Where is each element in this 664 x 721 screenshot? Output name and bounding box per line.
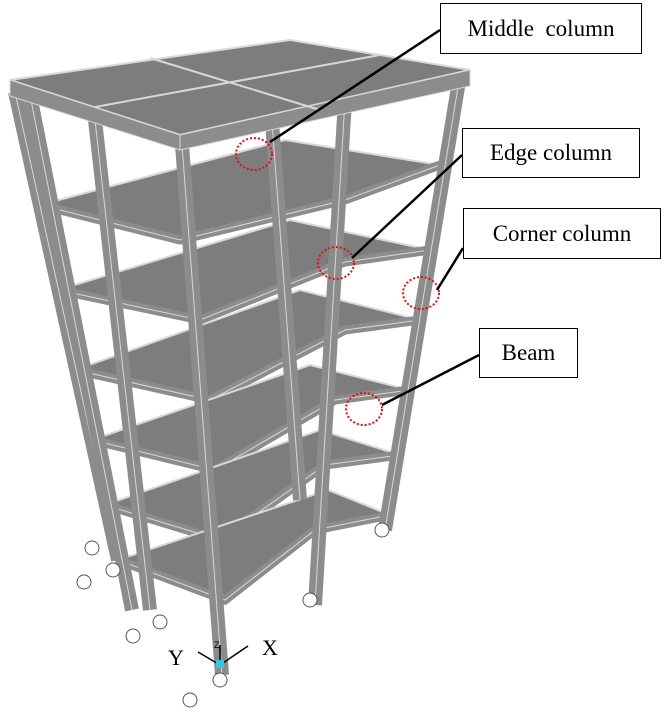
- leader-line: [435, 247, 465, 291]
- axis-label-z: Z: [214, 640, 220, 650]
- highlight-circle: [345, 392, 383, 426]
- column-edge: [269, 94, 301, 501]
- column-edge: [29, 94, 133, 611]
- support-node: [125, 628, 141, 644]
- leader-lines: [269, 28, 480, 407]
- roof-beam-mid: [94, 54, 381, 108]
- beam-edge: [57, 249, 431, 321]
- axis-label-y: Y: [168, 645, 184, 670]
- base-supports: [76, 522, 390, 708]
- axis-label-x: X: [262, 635, 278, 660]
- beam-edge: [117, 514, 391, 601]
- roof-beam-right: [179, 69, 471, 151]
- column-edge: [384, 74, 461, 531]
- beam-edge: [104, 454, 401, 541]
- support-node: [212, 672, 228, 688]
- support-node: [302, 592, 318, 608]
- leader-line: [351, 154, 463, 259]
- columns: [8, 73, 467, 676]
- callout-corner-column: Corner column: [463, 208, 661, 259]
- highlight-circle: [235, 137, 273, 171]
- highlight-circle: [402, 276, 440, 310]
- highlight-circles: [235, 137, 440, 426]
- leader-line: [381, 353, 480, 407]
- column-edge: [181, 144, 223, 676]
- column-edge: [94, 119, 151, 611]
- axis-triad: [197, 645, 249, 668]
- roof-slab: [9, 38, 471, 151]
- leader-line: [269, 28, 441, 144]
- support-node: [152, 614, 168, 630]
- support-node: [374, 522, 390, 538]
- origin-marker: [216, 660, 224, 668]
- roof-beam-mid: [149, 57, 321, 111]
- x-axis-arrow: [219, 645, 249, 666]
- support-node: [105, 562, 121, 578]
- callout-edge-column: Edge column: [462, 128, 640, 178]
- callout-beam: Beam: [479, 328, 578, 378]
- beam-edge: [74, 319, 421, 401]
- highlight-circle: [317, 246, 355, 280]
- column-edge: [314, 99, 346, 606]
- callout-middle-column: Middle column: [440, 3, 642, 54]
- support-node: [84, 540, 100, 556]
- support-node: [76, 574, 92, 590]
- support-node: [182, 692, 198, 708]
